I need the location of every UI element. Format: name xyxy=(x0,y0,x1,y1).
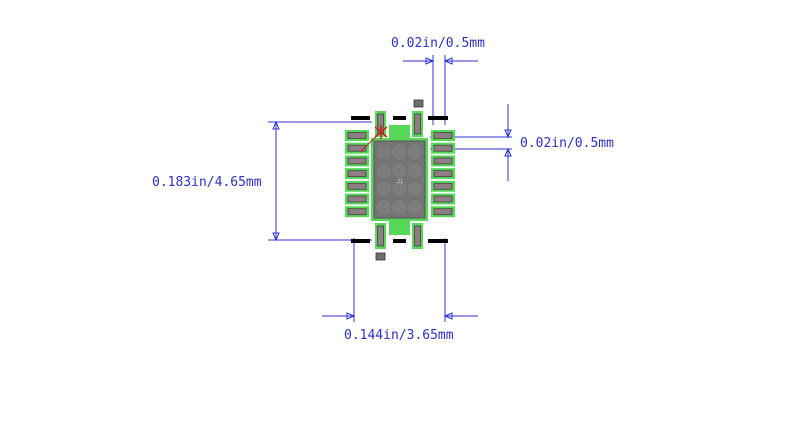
arrow-head xyxy=(272,120,280,130)
thermal-tab-bottom xyxy=(389,218,410,235)
pad xyxy=(377,225,384,247)
footprint: 21 xyxy=(345,99,455,261)
thermal-via xyxy=(391,143,408,161)
thermal-via xyxy=(375,162,393,179)
dimension-top-pitch: 0.02in/0.5mm xyxy=(391,36,485,125)
pad xyxy=(414,113,421,135)
thermal-via xyxy=(391,162,408,179)
pad xyxy=(347,208,367,216)
thermal-via xyxy=(406,199,424,216)
arrow-head xyxy=(443,57,453,65)
pad xyxy=(433,144,453,152)
pad xyxy=(347,195,367,203)
dimension-height: 0.183in/4.65mm xyxy=(152,120,372,242)
pad xyxy=(347,144,367,152)
pad xyxy=(433,195,453,203)
pad xyxy=(347,182,367,190)
outline-mark xyxy=(351,239,370,243)
arrow-head xyxy=(346,312,356,320)
thermal-via xyxy=(375,180,393,198)
thermal-via xyxy=(406,143,424,161)
pad xyxy=(433,170,453,178)
thermal-via xyxy=(375,143,393,161)
thermal-via-grid xyxy=(375,143,424,216)
pad xyxy=(347,157,367,165)
pad xyxy=(347,132,367,139)
arrow-head xyxy=(504,129,512,139)
arrow-head xyxy=(443,312,453,320)
pads-bottom xyxy=(375,223,423,249)
dimension-label-width: 0.144in/3.65mm xyxy=(344,328,454,343)
arrow-head xyxy=(504,147,512,157)
dimension-label-top-pitch: 0.02in/0.5mm xyxy=(391,36,485,51)
thermal-tab-top xyxy=(389,125,410,142)
pad xyxy=(433,157,453,165)
fiducial-top xyxy=(413,99,424,108)
fiducial-bottom xyxy=(375,252,386,261)
dimension-width: 0.144in/3.65mm xyxy=(322,238,478,343)
arrow-head xyxy=(425,57,435,65)
pads-right xyxy=(431,130,455,218)
pads-left xyxy=(345,130,369,218)
thermal-via xyxy=(375,199,393,216)
outline-mark xyxy=(428,239,448,243)
pad xyxy=(414,225,421,247)
outline-mark xyxy=(351,116,370,120)
arrow-head xyxy=(272,232,280,242)
pad xyxy=(433,182,453,190)
dimension-label-right-pitch: 0.02in/0.5mm xyxy=(520,136,614,151)
thermal-via xyxy=(391,199,408,216)
pad xyxy=(347,170,367,178)
thermal-pad-label: 21 xyxy=(397,179,403,185)
outline-mark xyxy=(393,116,406,120)
outline-mark xyxy=(393,239,406,243)
thermal-via xyxy=(406,162,424,179)
pad xyxy=(433,208,453,216)
pin1-marker-icon xyxy=(359,125,388,153)
thermal-via xyxy=(406,180,424,198)
dimension-right-pitch: 0.02in/0.5mm xyxy=(430,104,614,181)
outline-mark xyxy=(428,116,448,120)
pad xyxy=(433,132,453,139)
dimension-label-height: 0.183in/4.65mm xyxy=(152,175,262,190)
